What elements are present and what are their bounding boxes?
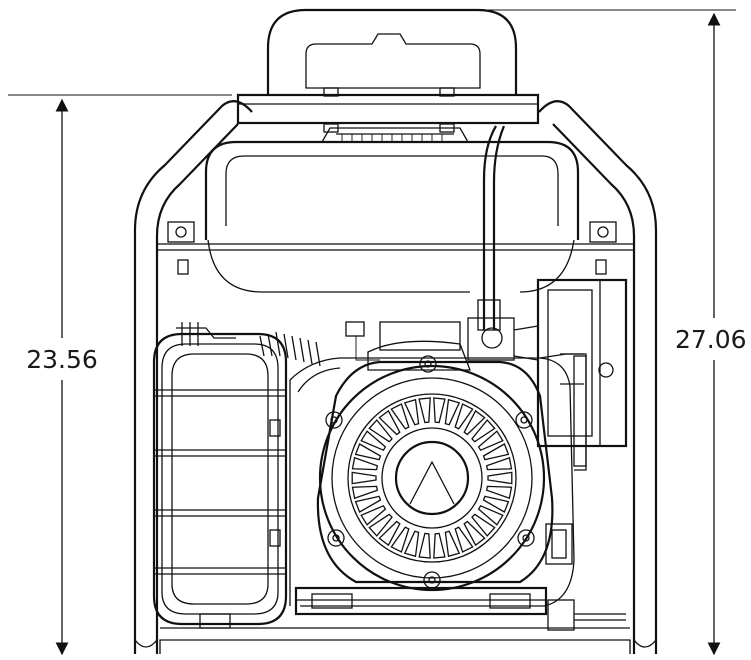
engine-block — [289, 353, 587, 607]
top-bolts — [323, 87, 455, 133]
vent-slot — [360, 430, 387, 452]
top-plate — [236, 87, 540, 133]
starter-pull-handle — [545, 523, 573, 565]
frame-height-dimension: 23.56 — [8, 94, 232, 656]
vent-slot — [485, 485, 513, 500]
vent-slot — [485, 456, 513, 471]
fuel-cap — [321, 127, 469, 143]
vent-slot — [378, 520, 401, 547]
starter-housing — [316, 360, 554, 584]
vent-slot — [368, 419, 393, 443]
vent-slot — [403, 530, 420, 558]
overall-height-dimension: 27.06 — [420, 9, 751, 656]
vent-slot — [368, 513, 393, 537]
vent-slot — [418, 532, 431, 559]
muffler — [152, 332, 288, 626]
vent-slot — [351, 471, 377, 485]
vent-slot — [433, 397, 446, 424]
vent-slot — [354, 495, 382, 513]
fuel-tank — [204, 125, 580, 331]
vent-slot — [454, 403, 474, 430]
vent-slot — [454, 526, 474, 553]
vent-slot — [351, 485, 379, 500]
overall-height-value: 27.06 — [675, 325, 747, 354]
vent-slot — [433, 532, 446, 559]
vent-slot — [351, 456, 379, 471]
starter-vent-slots — [351, 397, 513, 559]
starter-hub — [394, 440, 470, 516]
carry-handle — [266, 8, 518, 95]
panel-knob-icon — [598, 362, 614, 378]
control-panel — [536, 278, 628, 467]
vent-slot — [463, 409, 486, 436]
frame-brackets — [167, 221, 617, 275]
vent-slot — [390, 526, 410, 553]
muffler-heat-shield-bars — [154, 389, 286, 575]
frame-height-value: 23.56 — [26, 345, 98, 374]
vent-slot — [482, 443, 510, 461]
starter-hub-triangle-icon — [409, 460, 455, 505]
starter-outer-ring — [318, 364, 546, 592]
recoil-starter — [316, 355, 554, 592]
vent-slot — [354, 443, 382, 461]
vent-slot — [471, 419, 496, 443]
starter-bolts — [325, 355, 535, 589]
vent-slot — [360, 504, 387, 526]
tube-frame — [133, 100, 658, 654]
handle-grip-opening — [305, 33, 481, 89]
vent-slot — [477, 504, 504, 526]
fuel-line — [477, 125, 506, 331]
vent-slot — [463, 520, 486, 547]
vent-slot — [444, 398, 461, 426]
vent-slot — [418, 397, 431, 424]
vent-slot — [390, 403, 410, 430]
dimension-label-background — [14, 338, 108, 380]
dimension-label-background — [670, 318, 751, 360]
vent-slot — [487, 471, 513, 485]
engine-base — [159, 586, 631, 654]
vent-slot — [471, 513, 496, 537]
vent-slot — [444, 530, 461, 558]
vent-slot — [378, 409, 401, 436]
vent-slot — [477, 430, 504, 452]
vent-slot — [482, 495, 510, 513]
vent-slot — [403, 398, 420, 426]
